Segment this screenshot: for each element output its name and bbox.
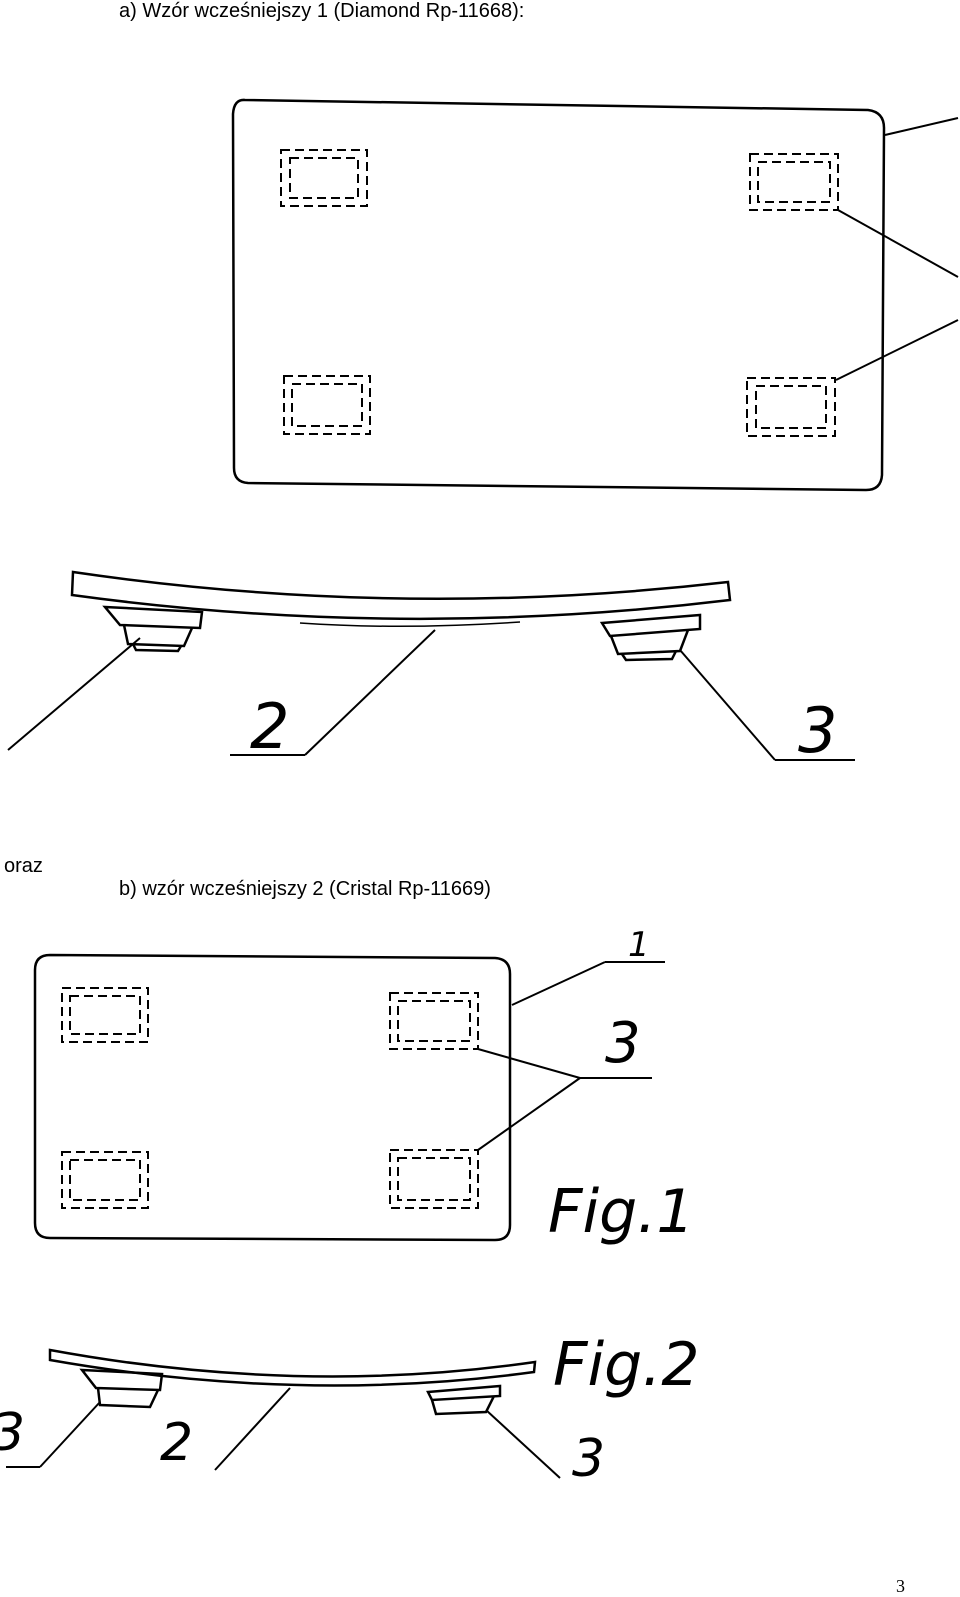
leader-foot-tr — [837, 209, 959, 278]
heading-design-a: a) Wzór wcześniejszy 1 (Diamond Rp-11668… — [119, 0, 525, 22]
leader-plate-b-side — [214, 1387, 291, 1471]
heading-design-b: b) wzór wcześniejszy 2 (Cristal Rp-11669… — [119, 878, 491, 900]
plate-side-view — [70, 570, 732, 621]
foot-outline-bl — [283, 375, 371, 435]
foot-side-left — [102, 605, 204, 630]
leader-foot-right — [679, 649, 776, 761]
foot-outline-b-bl — [61, 1151, 149, 1209]
foot-outline-b-br — [389, 1149, 479, 1209]
foot-outline-tr — [749, 153, 839, 211]
label-2: 2 — [250, 690, 289, 763]
leader-foot-b-left — [39, 1401, 101, 1468]
fig1-caption: Fig.1 — [548, 1177, 695, 1247]
label-2-b: 2 — [160, 1413, 193, 1473]
label-1: 1 — [628, 925, 650, 965]
foot-side-left-b — [96, 1387, 160, 1409]
fig2-caption: Fig.2 — [553, 1330, 700, 1400]
label-3-bottom: 3 — [572, 1429, 605, 1489]
label-3-top: 3 — [605, 1011, 641, 1076]
connector-text: oraz — [4, 855, 43, 877]
plate-top-view — [231, 98, 886, 492]
foot-side-right — [599, 613, 702, 638]
leader-foot-b-br — [477, 1077, 581, 1151]
plate-side-view-b — [48, 1348, 537, 1387]
foot-outline-br — [746, 377, 836, 437]
plate-top-view-b — [33, 953, 512, 1242]
label-3-left: 3 — [0, 1403, 25, 1463]
leader-plate-side — [304, 629, 436, 756]
leader-plate — [884, 117, 959, 136]
leader-foot-left — [7, 637, 141, 751]
page-number: 3 — [896, 1576, 905, 1596]
foot-outline-bl-inner — [291, 383, 363, 427]
foot-outline-tl-inner — [289, 157, 359, 199]
leader-foot-b-tr — [477, 1048, 581, 1079]
leader-plate-b — [511, 961, 606, 1006]
foot-side-right-b — [430, 1395, 496, 1416]
leader-foot-br — [835, 319, 959, 381]
foot-outline-tr-inner — [757, 161, 831, 203]
foot-outline-b-tl — [61, 987, 149, 1043]
foot-outline-tl — [280, 149, 368, 207]
label-3: 3 — [798, 694, 837, 767]
leader-foot-b-right — [485, 1409, 561, 1479]
foot-outline-br-inner — [755, 385, 827, 429]
foot-outline-b-tr — [389, 992, 479, 1050]
drawing-diamond: 2 3 — [7, 98, 959, 767]
